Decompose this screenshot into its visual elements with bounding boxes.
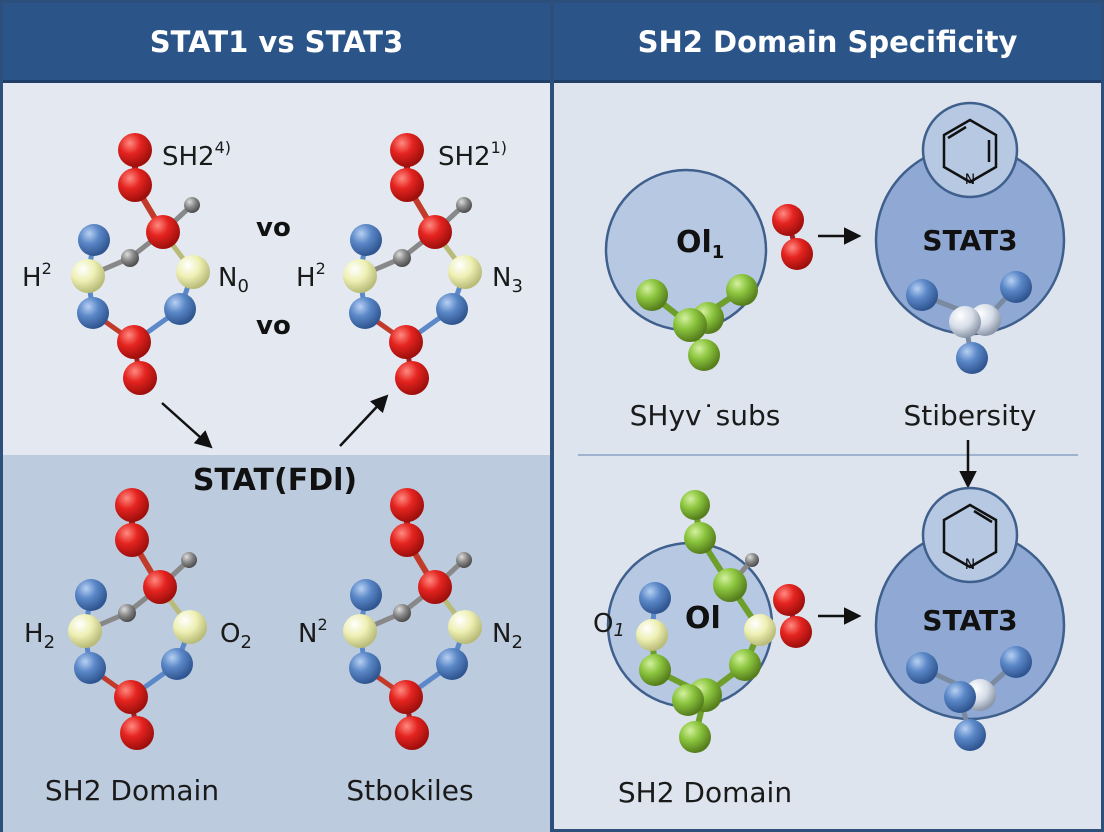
pyridine-n-bottom: N — [965, 557, 975, 573]
molecule-bottom-right — [343, 488, 482, 750]
stat3-protein-top — [874, 101, 1066, 374]
label-vo-upper: vo — [256, 213, 291, 243]
left-panel: STAT1 vs STAT3 — [0, 0, 552, 832]
sh2-pocket-bottom — [606, 490, 812, 753]
label-o2-bottom-left: O2 — [220, 619, 252, 653]
label-stat-center: STAT(FDl) — [193, 463, 357, 498]
stat3-protein-bottom — [874, 486, 1066, 751]
label-o1-bottom: O1 — [593, 609, 625, 641]
label-h2-bottom-left: H2 — [24, 619, 55, 653]
label-n3-top-right: N3 — [492, 263, 523, 297]
caption-sh2-domain-left: SH2 Domain — [45, 774, 219, 807]
label-stat3-bottom: STAT3 — [922, 604, 1017, 637]
label-h2-top-left: H2 — [22, 259, 52, 293]
caption-stbokiles: Stbokiles — [346, 774, 473, 807]
label-h2-top-right: H2 — [296, 259, 326, 293]
label-vo-lower: vo — [256, 311, 291, 341]
arrow-down-left — [161, 402, 213, 449]
molecule-top-left — [71, 133, 210, 395]
arrow-up-right — [339, 394, 389, 447]
left-panel-title: STAT1 vs STAT3 — [3, 3, 550, 83]
sh2-pocket-top — [604, 168, 813, 371]
pyridine-n-top: N — [965, 172, 975, 188]
caption-stibersity: Stibersity — [904, 399, 1037, 432]
label-ol-bottom: Ol — [685, 601, 721, 636]
label-stat3-top: STAT3 — [922, 224, 1017, 257]
caption-shyv-subs: SHyv˙subs — [630, 399, 781, 432]
label-ol-top: Ol1 — [676, 225, 724, 263]
label-n0-top-left: N0 — [218, 263, 249, 297]
right-panel-title: SH2 Domain Specificity — [554, 3, 1101, 83]
caption-sh2-domain-right: SH2 Domain — [618, 776, 792, 809]
label-n2-bottom-right-right: N2 — [492, 619, 523, 653]
label-sh2-top-left: SH24) — [162, 138, 231, 172]
label-sh2-top-right: SH21) — [438, 138, 507, 172]
molecule-bottom-left — [68, 488, 207, 750]
label-n2-bottom-right-left: N2 — [298, 615, 328, 649]
molecule-top-right — [343, 133, 482, 395]
